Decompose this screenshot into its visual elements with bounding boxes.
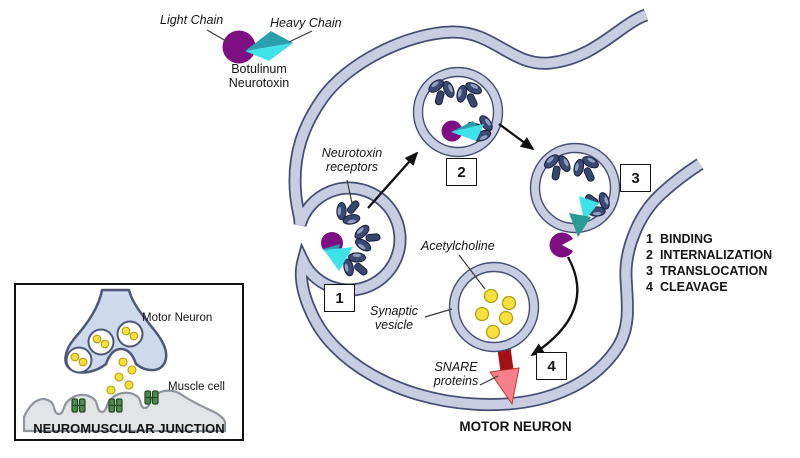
muscle-receptor-icon xyxy=(71,390,159,413)
snare-proteins-label: SNARE proteins xyxy=(433,360,479,388)
arrow-step3-to-step4 xyxy=(530,256,579,357)
cleaved-light-chain-icon xyxy=(549,232,573,258)
step-number: 2 xyxy=(457,163,466,181)
heavy-chain-shape xyxy=(245,43,293,61)
inset-motor-neuron-label: Motor Neuron xyxy=(142,312,213,324)
acetylcholine-label: Acetylcholine xyxy=(421,239,495,253)
binding-pit-contents xyxy=(321,191,382,286)
inset-muscle-cell-label: Muscle cell xyxy=(168,381,225,393)
step-4-box: 4 xyxy=(536,352,567,380)
legend-item: 1 BINDING xyxy=(646,232,713,246)
toxin-heavy-chain-translocating xyxy=(579,196,599,221)
nmj-inset-canvas xyxy=(22,288,227,433)
acetylcholine-molecules xyxy=(474,288,517,340)
vesicle-translocation xyxy=(529,142,621,237)
heavy-chain-shape xyxy=(245,31,293,51)
pointer-snare-proteins xyxy=(479,375,499,386)
toxin-heavy-chain xyxy=(324,247,353,271)
toxin-heavy-chain-translocating xyxy=(569,213,591,237)
pointer-heavy-chain xyxy=(288,30,313,43)
step-number: 3 xyxy=(631,169,640,187)
pointer-acetylcholine xyxy=(458,254,486,290)
step-3-box: 3 xyxy=(620,164,651,192)
step-1-box: 1 xyxy=(324,284,355,312)
arrow-step2-to-step3 xyxy=(498,123,535,151)
arrow-step1-to-step2 xyxy=(367,151,419,209)
vesicle-internalization xyxy=(412,66,504,158)
snare-arrow xyxy=(489,344,520,406)
toxin-light-chain xyxy=(441,120,463,142)
light-chain-label: Light Chain xyxy=(160,13,224,27)
step-number: 1 xyxy=(335,289,344,307)
pointer-neurotoxin-receptors xyxy=(346,179,353,204)
botulinum-toxin-schematic xyxy=(222,30,293,64)
legend-item: 4 CLEAVAGE xyxy=(646,280,728,294)
pointer-synaptic-vesicle xyxy=(424,308,453,318)
motor-neuron-membrane xyxy=(288,8,704,412)
legend-item: 2 INTERNALIZATION xyxy=(646,248,773,262)
light-chain-shape xyxy=(222,30,256,64)
inset-vesicle xyxy=(65,320,144,374)
heavy-chain-label: Heavy Chain xyxy=(270,16,342,30)
neurotoxin-receptors-label: Neurotoxin receptors xyxy=(321,146,383,174)
pointer-light-chain xyxy=(206,29,227,42)
nmj-inset: Motor Neuron Muscle cell NEUROMUSCULAR J… xyxy=(14,283,244,441)
toxin-heavy-chain xyxy=(451,121,479,132)
released-acetylcholine xyxy=(106,357,137,395)
steps-legend: 1 BINDING 2 INTERNALIZATION 3 TRANSLOCAT… xyxy=(646,231,772,295)
step-2-box: 2 xyxy=(446,158,477,186)
receptor-icon xyxy=(351,221,382,256)
synaptic-vesicle-label: Synaptic vesicle xyxy=(370,304,418,332)
motor-neuron-terminal-shape xyxy=(64,288,168,374)
step-number: 4 xyxy=(547,357,556,375)
botulinum-neurotoxin-label: Botulinum Neurotoxin xyxy=(228,62,290,90)
motor-neuron-caption: MOTOR NEURON xyxy=(459,419,572,434)
inset-title: NEUROMUSCULAR JUNCTION xyxy=(33,421,225,436)
legend-item: 3 TRANSLOCATION xyxy=(646,264,768,278)
toxin-heavy-chain xyxy=(451,124,484,141)
synaptic-vesicle xyxy=(448,261,540,353)
